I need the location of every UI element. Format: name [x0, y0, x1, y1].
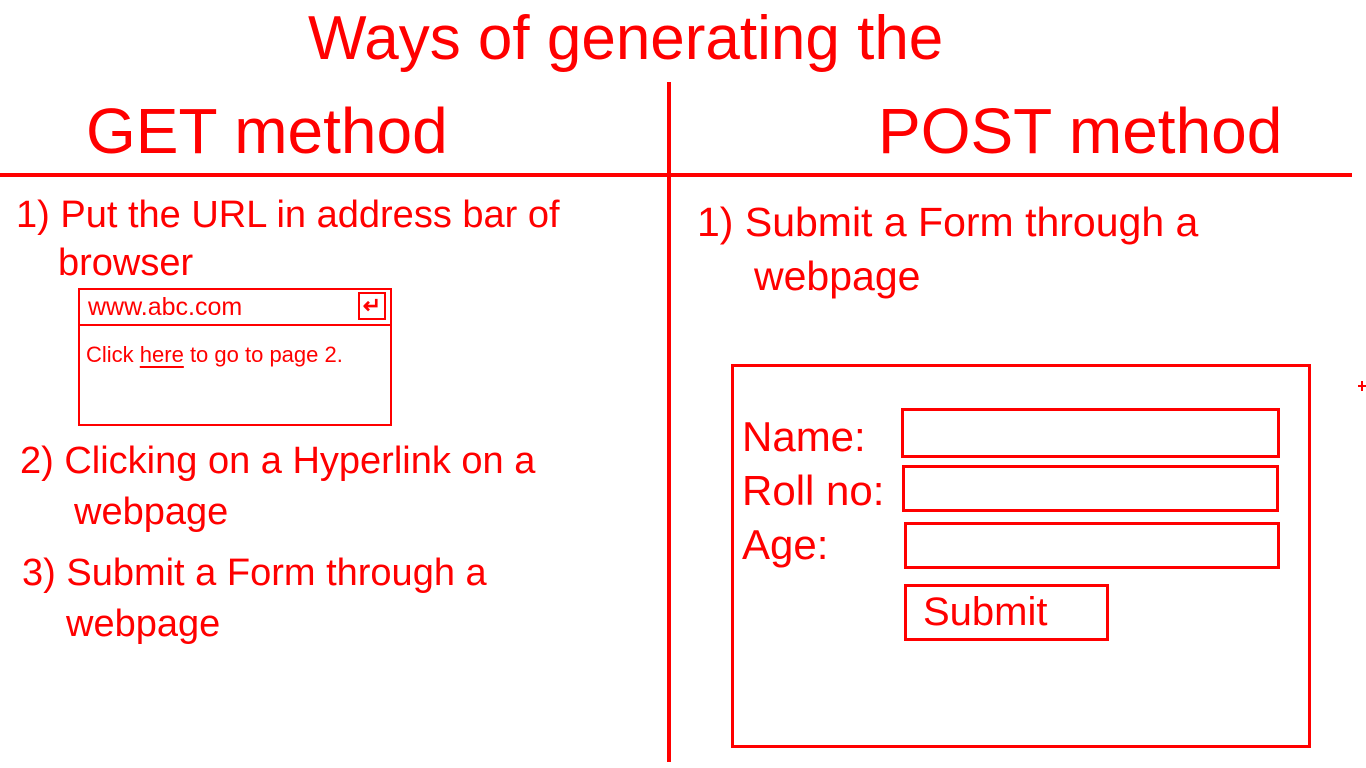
get-item-3-line-2: webpage	[66, 603, 221, 645]
page-text-after: to go to page 2.	[183, 342, 343, 367]
age-field[interactable]	[904, 522, 1280, 569]
name-label: Name:	[742, 413, 866, 460]
enter-icon[interactable]: ↵	[358, 292, 386, 320]
roll-no-field[interactable]	[902, 465, 1279, 512]
hyperlink[interactable]: here	[139, 342, 184, 367]
vertical-divider	[667, 82, 671, 762]
submit-button[interactable]: Submit	[904, 584, 1109, 641]
post-item-1-line-1: 1) Submit a Form through a	[697, 199, 1199, 245]
name-field[interactable]	[901, 408, 1280, 458]
stray-mark	[1358, 381, 1366, 391]
address-bar[interactable]: www.abc.com ↵	[80, 290, 390, 326]
submit-button-label: Submit	[923, 590, 1048, 634]
get-item-3-line-1: 3) Submit a Form through a	[22, 552, 487, 594]
page-text-before: Click	[86, 342, 140, 367]
get-item-1-line-1: 1) Put the URL in address bar of	[16, 194, 560, 236]
address-url: www.abc.com	[88, 293, 243, 321]
browser-page-text: Click here to go to page 2.	[86, 342, 343, 368]
horizontal-divider	[0, 173, 1352, 177]
post-item-1-line-2: webpage	[754, 253, 921, 299]
get-item-2-line-2: webpage	[74, 491, 229, 533]
roll-no-label: Roll no:	[742, 467, 885, 514]
get-item-1-line-2: browser	[58, 242, 194, 284]
post-method-heading: POST method	[878, 95, 1283, 167]
browser-sketch: www.abc.com ↵ Click here to go to page 2…	[78, 288, 392, 426]
get-item-2-line-1: 2) Clicking on a Hyperlink on a	[20, 440, 536, 482]
get-method-heading: GET method	[86, 95, 448, 167]
form-sketch	[731, 364, 1311, 748]
diagram-title: Ways of generating the	[308, 4, 944, 73]
age-label: Age:	[742, 521, 829, 568]
